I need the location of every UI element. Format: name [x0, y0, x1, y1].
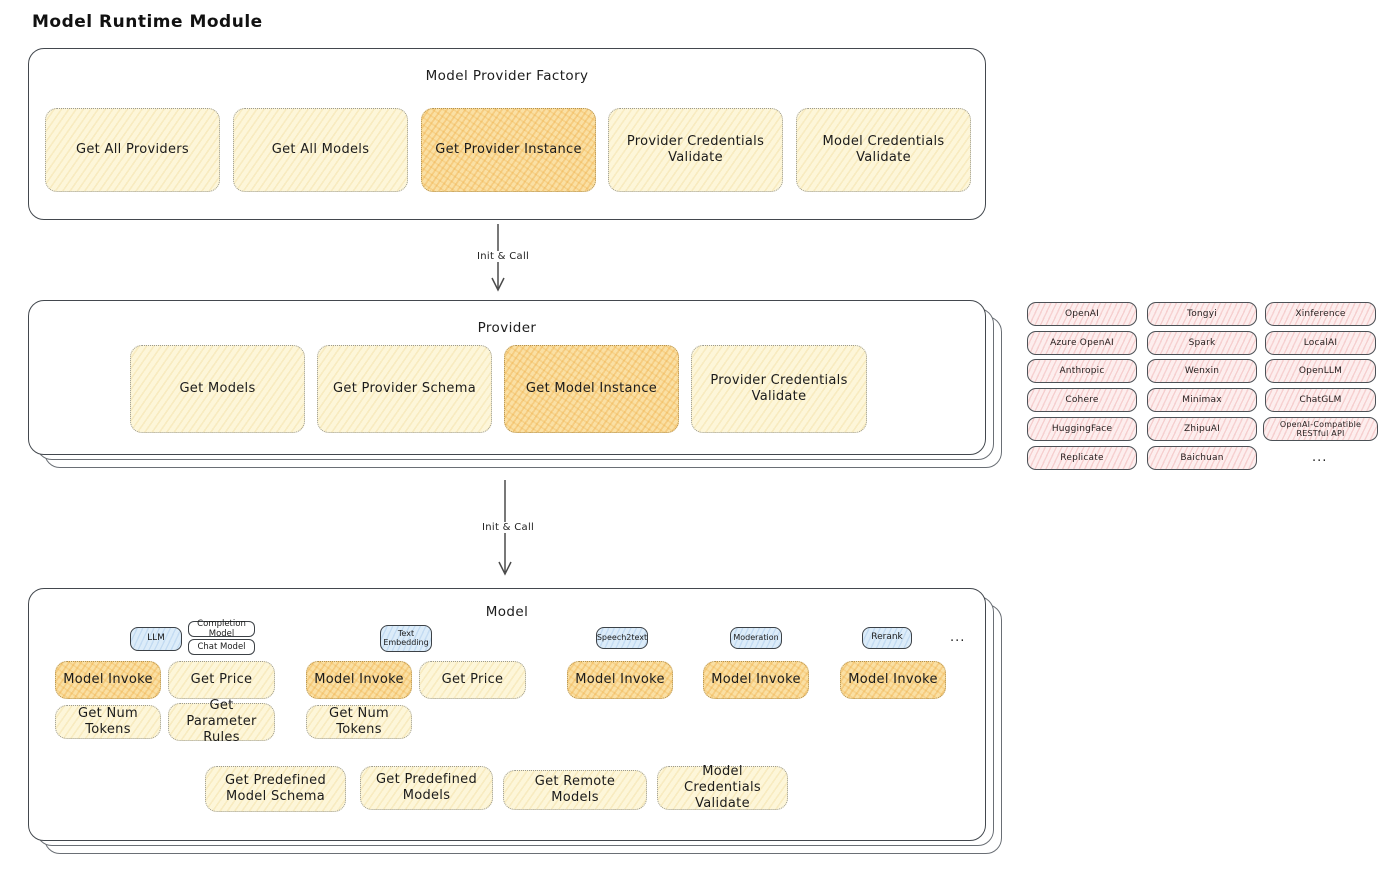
provider-list-ellipsis: ...	[1312, 450, 1328, 465]
node-speech2text-model-invoke: Model Invoke	[567, 661, 673, 699]
provider-pill-tongyi: Tongyi	[1147, 302, 1257, 326]
node-moderation-model-invoke: Model Invoke	[703, 661, 809, 699]
page-title: Model Runtime Module	[32, 12, 263, 32]
provider-pill-openai: OpenAI	[1027, 302, 1137, 326]
provider-pill-spark: Spark	[1147, 331, 1257, 355]
type-pill-moderation: Moderation	[730, 627, 782, 649]
node-embedding-model-invoke: Model Invoke	[306, 661, 412, 699]
node-llm-get-num-tokens: Get Num Tokens	[55, 705, 161, 739]
provider-pill-minimax: Minimax	[1147, 388, 1257, 412]
provider-box-title: Provider	[477, 320, 537, 336]
node-model-credentials-validate-2: Model Credentials Validate	[657, 764, 788, 811]
type-pill-text-embedding: Text Embedding	[380, 625, 432, 652]
node-get-models: Get Models	[130, 345, 305, 433]
provider-pill-openai-compatible: OpenAI-Compatible RESTful API	[1263, 417, 1378, 441]
model-box-title: Model	[485, 604, 529, 620]
node-rerank-model-invoke: Model Invoke	[840, 661, 946, 699]
provider-pill-wenxin: Wenxin	[1147, 359, 1257, 383]
node-get-remote-models: Get Remote Models	[503, 770, 647, 810]
node-provider-credentials-validate-2: Provider Credentials Validate	[691, 345, 867, 433]
provider-pill-huggingface: HuggingFace	[1027, 417, 1137, 441]
provider-pill-azure-openai: Azure OpenAI	[1027, 331, 1137, 355]
type-pill-llm: LLM	[130, 627, 182, 651]
node-get-predefined-model-schema: Get Predefined Model Schema	[205, 766, 346, 812]
node-llm-get-parameter-rules: Get Parameter Rules	[168, 698, 275, 745]
provider-pill-baichuan: Baichuan	[1147, 446, 1257, 470]
node-embedding-get-num-tokens: Get Num Tokens	[306, 705, 412, 739]
factory-box-title: Model Provider Factory	[425, 68, 589, 84]
type-box-chat-model: Chat Model	[188, 639, 255, 655]
provider-pill-anthropic: Anthropic	[1027, 359, 1137, 383]
node-model-credentials-validate: Model Credentials Validate	[796, 108, 971, 192]
node-provider-credentials-validate: Provider Credentials Validate	[608, 108, 783, 192]
provider-pill-chatglm: ChatGLM	[1265, 388, 1376, 412]
node-embedding-get-price: Get Price	[419, 661, 526, 699]
node-get-model-instance: Get Model Instance	[504, 345, 679, 433]
node-llm-get-price: Get Price	[168, 661, 275, 699]
provider-pill-xinference: Xinference	[1265, 302, 1376, 326]
provider-pill-zhipuai: ZhipuAI	[1147, 417, 1257, 441]
provider-pill-localai: LocalAI	[1265, 331, 1376, 355]
provider-pill-replicate: Replicate	[1027, 446, 1137, 470]
init-call-label-1: Init & Call	[474, 251, 533, 262]
node-get-provider-schema: Get Provider Schema	[317, 345, 492, 433]
node-get-all-models: Get All Models	[233, 108, 408, 192]
provider-pill-cohere: Cohere	[1027, 388, 1137, 412]
type-pill-rerank: Rerank	[862, 627, 912, 649]
provider-pill-openllm: OpenLLM	[1265, 359, 1376, 383]
type-box-completion-model: Completion Model	[188, 619, 255, 639]
init-call-label-2: Init & Call	[479, 522, 538, 533]
node-get-all-providers: Get All Providers	[45, 108, 220, 192]
model-types-ellipsis: ...	[950, 630, 966, 645]
node-get-provider-instance: Get Provider Instance	[421, 108, 596, 192]
type-pill-speech2text: Speech2text	[596, 627, 648, 649]
node-llm-model-invoke: Model Invoke	[55, 661, 161, 699]
node-get-predefined-models: Get Predefined Models	[360, 766, 493, 810]
